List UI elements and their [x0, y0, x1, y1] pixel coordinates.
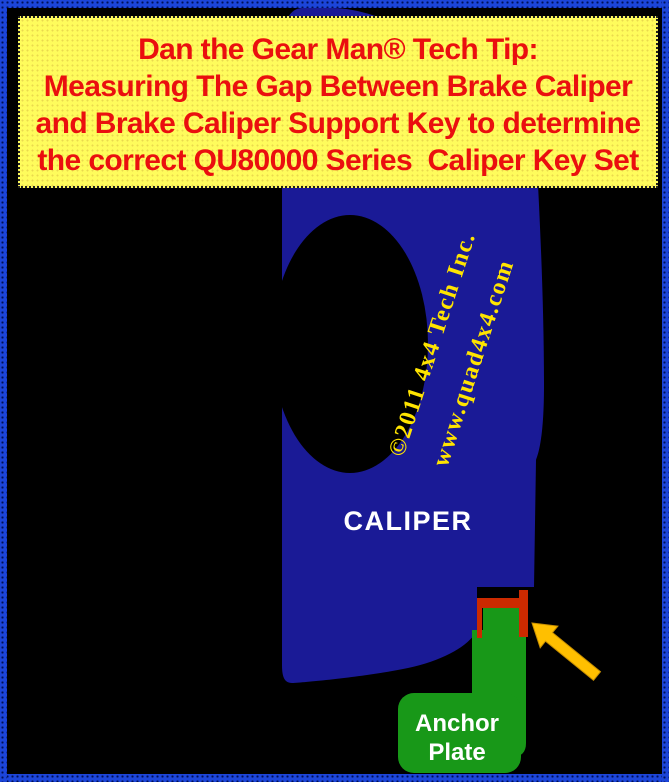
tech-tip-banner: Dan the Gear Man® Tech Tip: Measuring Th…: [18, 16, 658, 188]
caliper-label: CALIPER: [343, 506, 472, 536]
banner-text: Dan the Gear Man® Tech Tip: Measuring Th…: [20, 18, 656, 179]
page-border-left: [0, 0, 7, 782]
page-border-top: [0, 0, 669, 8]
key-right-wall: [519, 590, 528, 637]
anchor-plate-shape: [398, 607, 526, 773]
caliper-support-key: [477, 590, 528, 638]
anchor-plate-label-line1: Anchor: [415, 710, 499, 737]
banner-subtitle-line-1: Measuring The Gap Between Brake Caliper: [43, 70, 633, 103]
banner-subtitle-line-2: and Brake Caliper Support Key to determi…: [35, 107, 642, 140]
banner-subtitle-line-3: the correct QU80000 Series Caliper Key S…: [37, 144, 639, 177]
key-top-bar: [477, 598, 519, 608]
anchor-plate-body: [398, 693, 521, 773]
banner-title-line: Dan the Gear Man® Tech Tip:: [138, 33, 538, 66]
page-border-right: [662, 0, 669, 782]
gap-pointer-arrow-icon: [531, 622, 602, 682]
anchor-plate-label-line2: Plate: [428, 739, 485, 766]
caliper-bore-hole: [272, 215, 428, 473]
page-border-bottom: [0, 774, 669, 782]
key-left-wall: [477, 598, 482, 638]
